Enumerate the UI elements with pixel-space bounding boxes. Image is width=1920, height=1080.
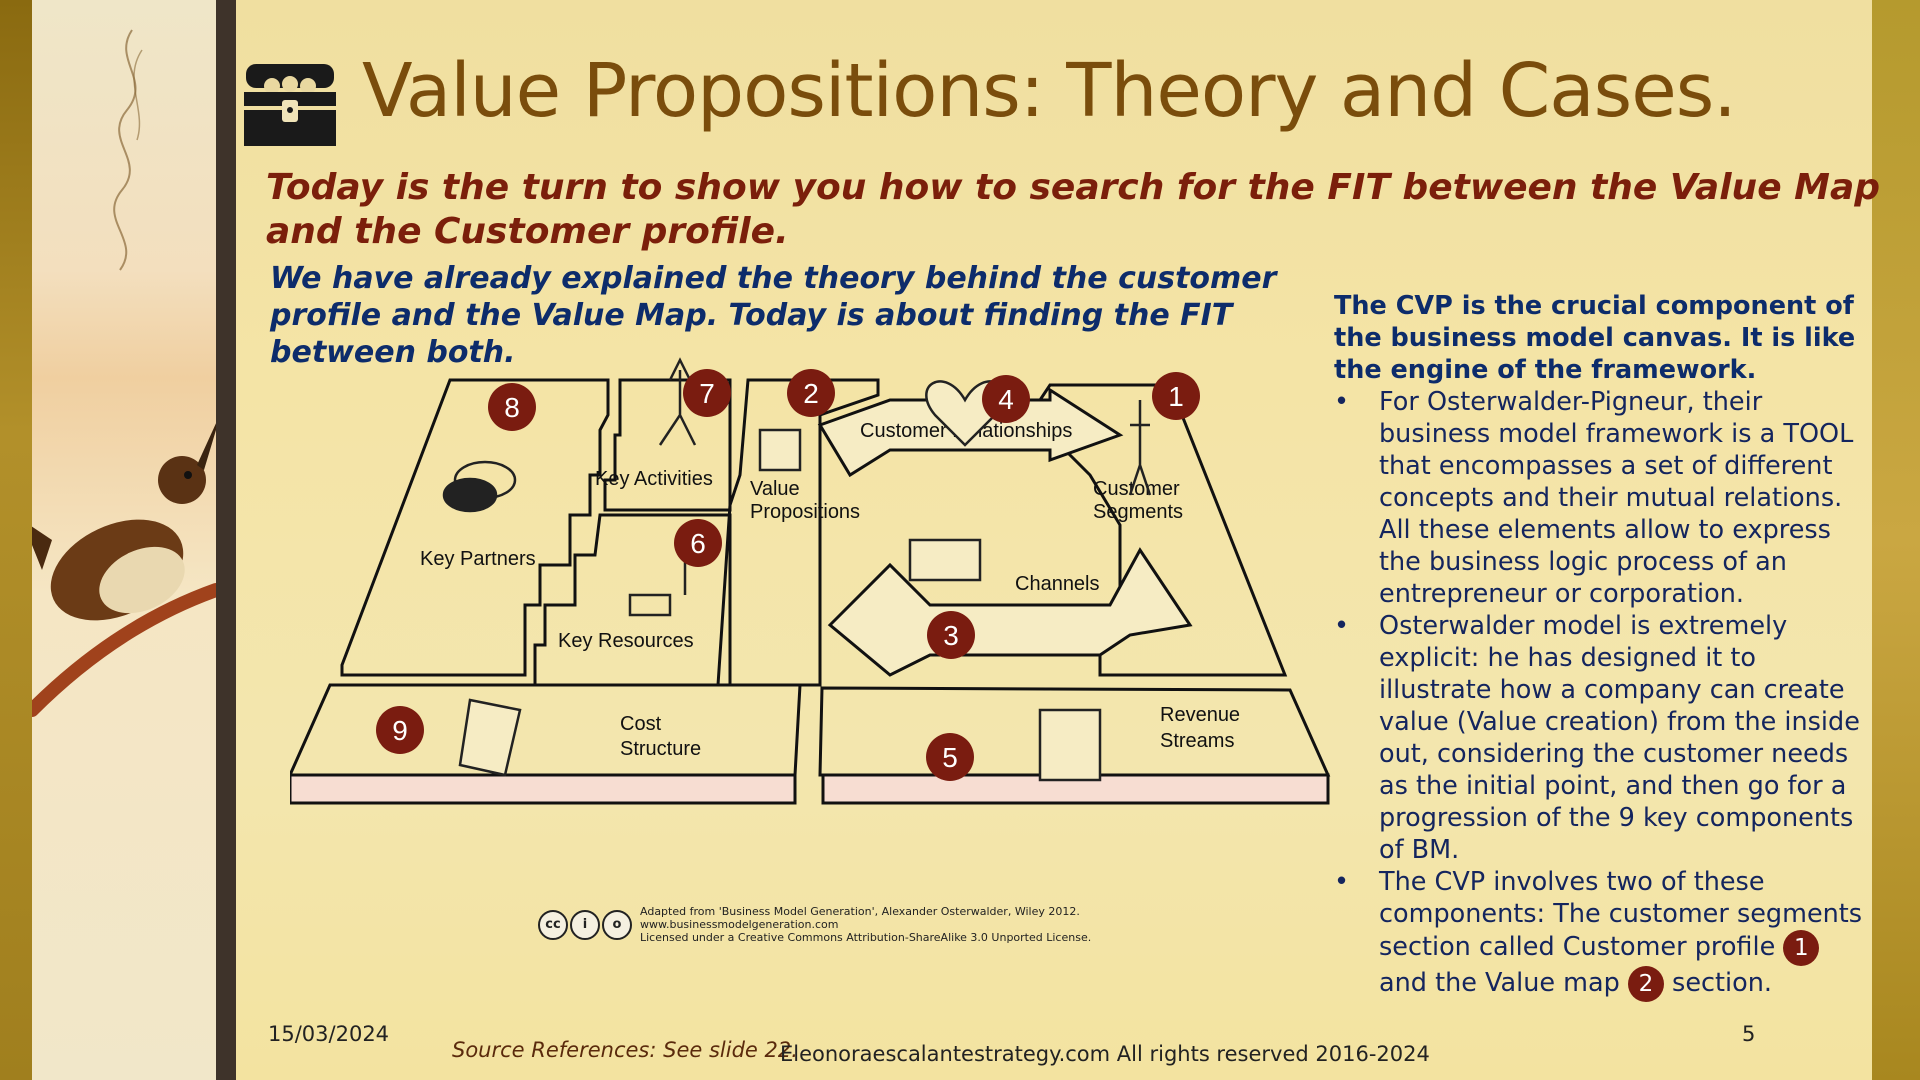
right-column-text: The CVP is the crucial component of the … (1334, 290, 1864, 1002)
customer-profile-badge: 1 (1783, 930, 1820, 966)
bullet3-text-c: section. (1672, 968, 1772, 998)
badge-7 (683, 369, 731, 417)
business-model-canvas-diagram: Key Partners Key Activities Key Resource… (290, 357, 1331, 805)
label-customer-segments-1: Customer (1093, 478, 1180, 500)
cost-structure-block (290, 683, 802, 777)
badge-6-label: 6 (690, 528, 706, 559)
label-key-partners: Key Partners (420, 548, 536, 570)
credit-text: Adapted from 'Business Model Generation'… (640, 905, 1091, 944)
badge-7-label: 7 (699, 378, 715, 409)
bullet3-text-a: The CVP involves two of these components… (1379, 867, 1863, 962)
badge-3 (927, 611, 975, 659)
page-number: 5 (1742, 1022, 1756, 1046)
badge-1 (1152, 372, 1200, 420)
left-decor-panel (32, 0, 216, 1080)
cvp-lead: The CVP is the crucial component of the … (1334, 291, 1856, 385)
label-value-propositions-2: Propositions (750, 501, 860, 523)
badge-5 (926, 733, 974, 781)
gift-icon (758, 428, 802, 472)
label-channels: Channels (1015, 573, 1100, 595)
credit-line-2: www.businessmodelgeneration.com (640, 918, 839, 931)
key-partners-block (340, 378, 610, 677)
badge-4-label: 4 (998, 384, 1014, 415)
badge-1-label: 1 (1168, 381, 1184, 412)
badge-4 (982, 375, 1030, 423)
receipt-icon (458, 698, 522, 777)
footer-date: 15/03/2024 (268, 1022, 390, 1046)
customer-figure (1128, 400, 1152, 496)
signature-art (113, 29, 143, 271)
subtitle: Today is the turn to show you how to sea… (266, 167, 1881, 252)
label-revenue-streams-1: Revenue (1160, 704, 1240, 726)
badge-5-label: 5 (942, 742, 958, 773)
key-resources-block (533, 513, 732, 687)
intro-text: We have already explained the theory beh… (270, 261, 1277, 370)
value-propositions-block (716, 378, 880, 687)
worker-figure (658, 357, 697, 446)
bullet-list: For Osterwalder-Pigneur, their business … (1334, 386, 1864, 1002)
badge-8-label: 8 (504, 392, 520, 423)
bullet-item: For Osterwalder-Pigneur, their business … (1334, 386, 1864, 610)
badge-2 (787, 369, 835, 417)
channels-arrow (827, 547, 1193, 677)
credit-line-1: Adapted from 'Business Model Generation'… (640, 905, 1080, 918)
credit-line-3: Licensed under a Creative Commons Attrib… (640, 931, 1092, 944)
label-cost-structure-1: Cost (620, 713, 662, 735)
page-title: Value Propositions: Theory and Cases. (362, 48, 1737, 134)
badge-9-label: 9 (392, 715, 408, 746)
left-gold-border (0, 0, 32, 1080)
label-value-propositions-1: Value (750, 478, 800, 500)
bullet-item: Osterwalder model is extremely explicit:… (1334, 610, 1864, 866)
label-cost-structure-2: Structure (620, 738, 701, 760)
bullet-item: The CVP involves two of these components… (1334, 866, 1864, 1002)
badge-3-label: 3 (943, 620, 959, 651)
badge-6 (674, 519, 722, 567)
footer-source: Source References: See slide 22. (452, 1038, 798, 1062)
label-revenue-streams-2: Streams (1160, 730, 1234, 752)
register-icon (1038, 708, 1102, 782)
forklift-figure (628, 560, 687, 617)
right-gold-border (1872, 0, 1920, 1080)
value-map-badge: 2 (1627, 966, 1664, 1002)
bullet3-text-b: and the Value map (1379, 968, 1620, 998)
label-key-resources: Key Resources (558, 630, 694, 652)
badge-9 (376, 706, 424, 754)
key-activities-block (603, 378, 732, 512)
truck-icon (908, 538, 982, 582)
treasure-chest-icon (244, 64, 336, 146)
bird-illustration (32, 423, 216, 717)
footer-copyright: Eleonoraescalantestrategy.com All rights… (780, 1042, 1430, 1066)
label-customer-segments-2: Segments (1093, 501, 1183, 523)
badge-2-label: 2 (803, 378, 819, 409)
vertical-divider-bar (216, 0, 236, 1080)
label-key-activities: Key Activities (595, 468, 713, 490)
badge-8 (488, 383, 536, 431)
